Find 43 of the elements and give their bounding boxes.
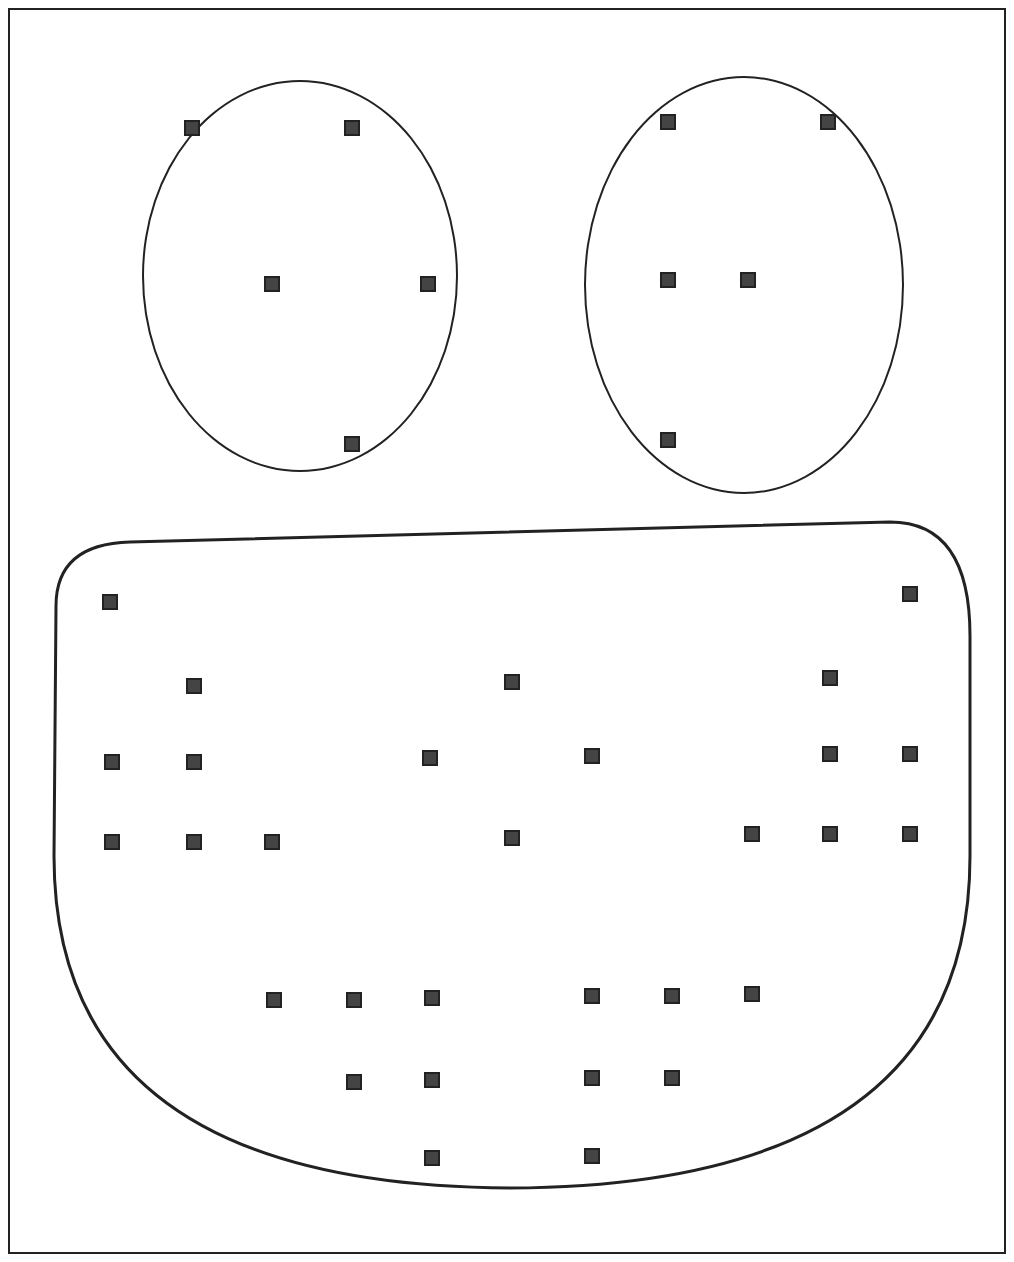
point-marker [820,114,836,130]
point-marker [424,1150,440,1166]
point-marker [504,674,520,690]
point-marker [104,754,120,770]
point-marker [744,826,760,842]
point-marker [264,834,280,850]
point-marker [584,748,600,764]
point-marker [740,272,756,288]
point-marker [584,1148,600,1164]
region-outline [50,516,976,1192]
point-marker [504,830,520,846]
point-marker [660,432,676,448]
point-marker [902,826,918,842]
point-marker [822,670,838,686]
point-marker [184,120,200,136]
region-ellipse [142,80,458,472]
point-marker [822,826,838,842]
point-marker [584,988,600,1004]
point-marker [902,586,918,602]
point-marker [422,750,438,766]
point-marker [104,834,120,850]
point-marker [186,834,202,850]
point-marker [266,992,282,1008]
point-marker [664,988,680,1004]
point-marker [660,272,676,288]
point-marker [346,992,362,1008]
point-marker [744,986,760,1002]
point-marker [344,436,360,452]
point-marker [660,114,676,130]
point-marker [424,1072,440,1088]
point-marker [822,746,838,762]
point-marker [420,276,436,292]
point-marker [346,1074,362,1090]
point-marker [424,990,440,1006]
region-ellipse [584,76,904,494]
point-marker [102,594,118,610]
point-marker [902,746,918,762]
point-marker [186,754,202,770]
point-marker [264,276,280,292]
point-marker [584,1070,600,1086]
point-marker [344,120,360,136]
point-marker [664,1070,680,1086]
point-marker [186,678,202,694]
